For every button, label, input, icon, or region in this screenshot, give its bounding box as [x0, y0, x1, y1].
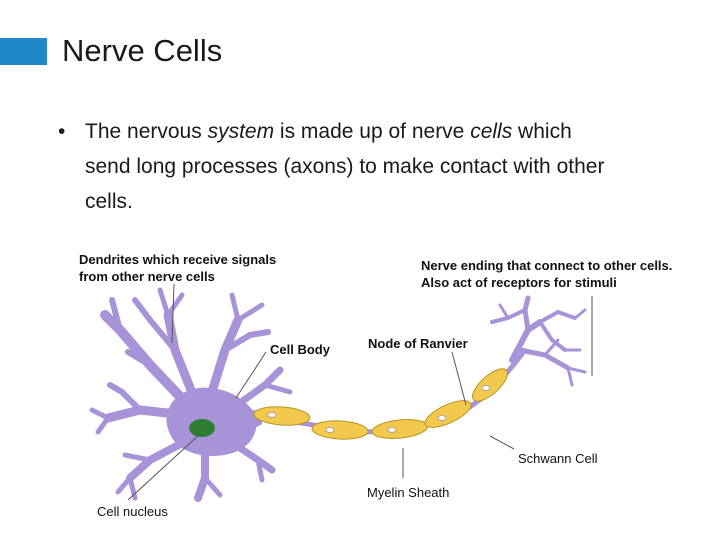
- myelin-segment: [472, 368, 508, 402]
- myelin-sheath: [253, 368, 508, 440]
- bullet-text: The nervous system is made up of nerve c…: [85, 114, 605, 219]
- schwann-cell-label: Schwann Cell: [518, 451, 598, 466]
- dendrites-label-line1: Dendrites which receive signals: [79, 252, 277, 267]
- slide-title: Nerve Cells: [62, 33, 223, 68]
- leader-lines: [127, 283, 593, 501]
- nerve-ending-label-line2: Also act of receptors for stimuli: [421, 275, 617, 290]
- cell-nucleus-label: Cell nucleus: [97, 504, 168, 519]
- cell-body: [166, 387, 257, 457]
- cell-nucleus: [189, 419, 215, 437]
- axon-terminals: [490, 295, 587, 387]
- dendrites-label-line2: from other nerve cells: [79, 269, 215, 284]
- bullet-text-italic: system: [207, 120, 275, 143]
- nerve-ending-label-line1: Nerve ending that connect to other cells…: [421, 258, 673, 273]
- myelin-segment: [311, 420, 369, 440]
- node-of-ranvier-label: Node of Ranvier: [368, 336, 468, 351]
- bullet-symbol: •: [58, 120, 66, 143]
- bullet-text-part: which send long processes (axons) to mak…: [85, 120, 605, 213]
- bullet-text-part: is made up of nerve: [274, 120, 471, 143]
- dendrites-label: Dendrites which receive signals from oth…: [79, 251, 276, 285]
- bullet-text-italic: cells: [470, 120, 513, 143]
- myelin-segment: [424, 400, 472, 428]
- myelin-segment: [371, 419, 429, 439]
- myelin-sheath-label: Myelin Sheath: [367, 485, 450, 500]
- cell-body-label: Cell Body: [270, 342, 330, 357]
- title-accent-bar: [0, 38, 47, 65]
- myelin-nuclei: [267, 385, 491, 433]
- bullet-text-part: The nervous: [85, 120, 208, 143]
- nerve-ending-label: Nerve ending that connect to other cells…: [421, 257, 672, 291]
- myelin-segment: [253, 406, 311, 426]
